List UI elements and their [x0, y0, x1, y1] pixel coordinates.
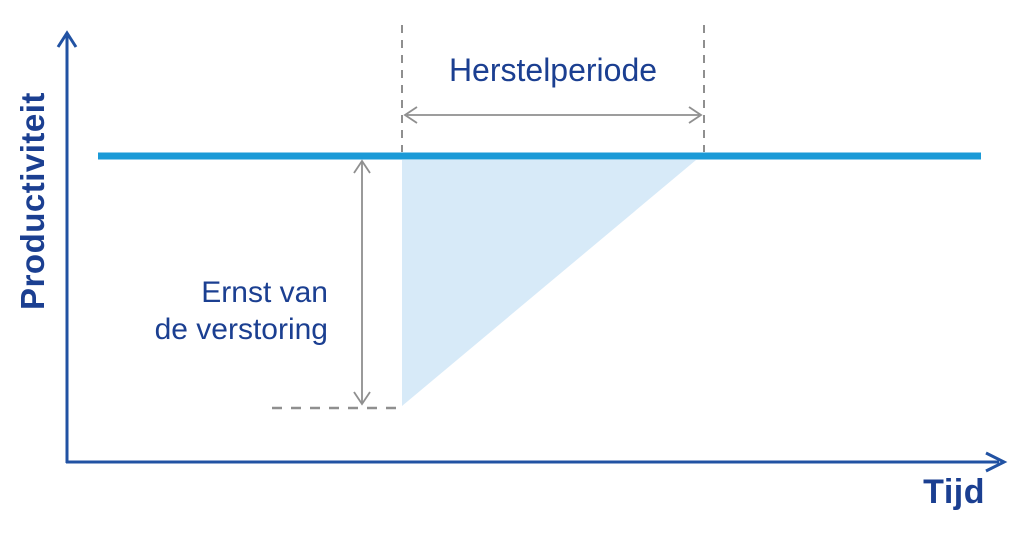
x-axis-label: Tijd	[923, 473, 985, 511]
severity-label: Ernst van de verstoring	[155, 274, 328, 348]
y-axis	[56, 30, 78, 463]
severity-label-line-2: de verstoring	[154, 313, 328, 346]
severity-label-line-1: Ernst van	[201, 276, 328, 309]
arrow-right-head-icon	[688, 106, 703, 124]
y-axis-arrowhead-icon	[56, 30, 78, 48]
y-axis-label: Productiviteit	[14, 92, 51, 310]
disruption-area	[402, 160, 696, 406]
arrow-up-head-icon	[353, 159, 371, 174]
recovery-period-label: Herstelperiode	[448, 52, 658, 88]
x-axis	[66, 451, 1008, 473]
arrow-left-head-icon	[403, 106, 418, 124]
x-axis-arrowhead-icon	[985, 451, 1008, 473]
recovery-span-arrow	[403, 106, 703, 124]
arrow-down-head-icon	[353, 391, 371, 406]
severity-span-arrow	[353, 159, 371, 406]
